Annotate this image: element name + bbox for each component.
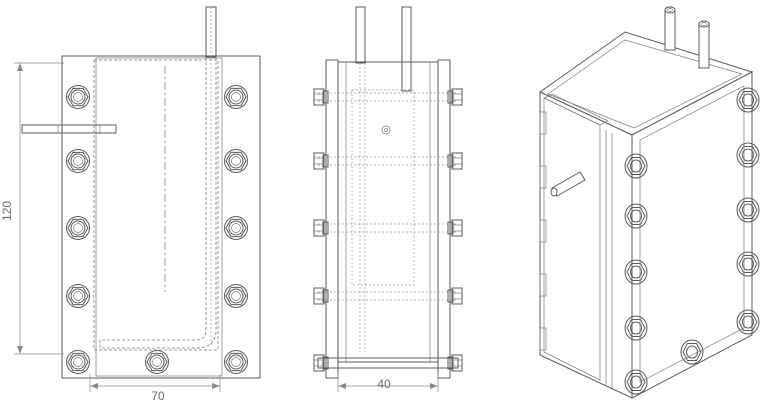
front-width-dimension-label: 70 (151, 389, 165, 403)
front-view: 120 70 (0, 6, 261, 403)
side-view: 40 (313, 6, 463, 392)
isometric-view (539, 6, 760, 399)
side-width-dimension-label: 40 (377, 377, 391, 391)
height-dimension-label: 120 (0, 201, 14, 221)
